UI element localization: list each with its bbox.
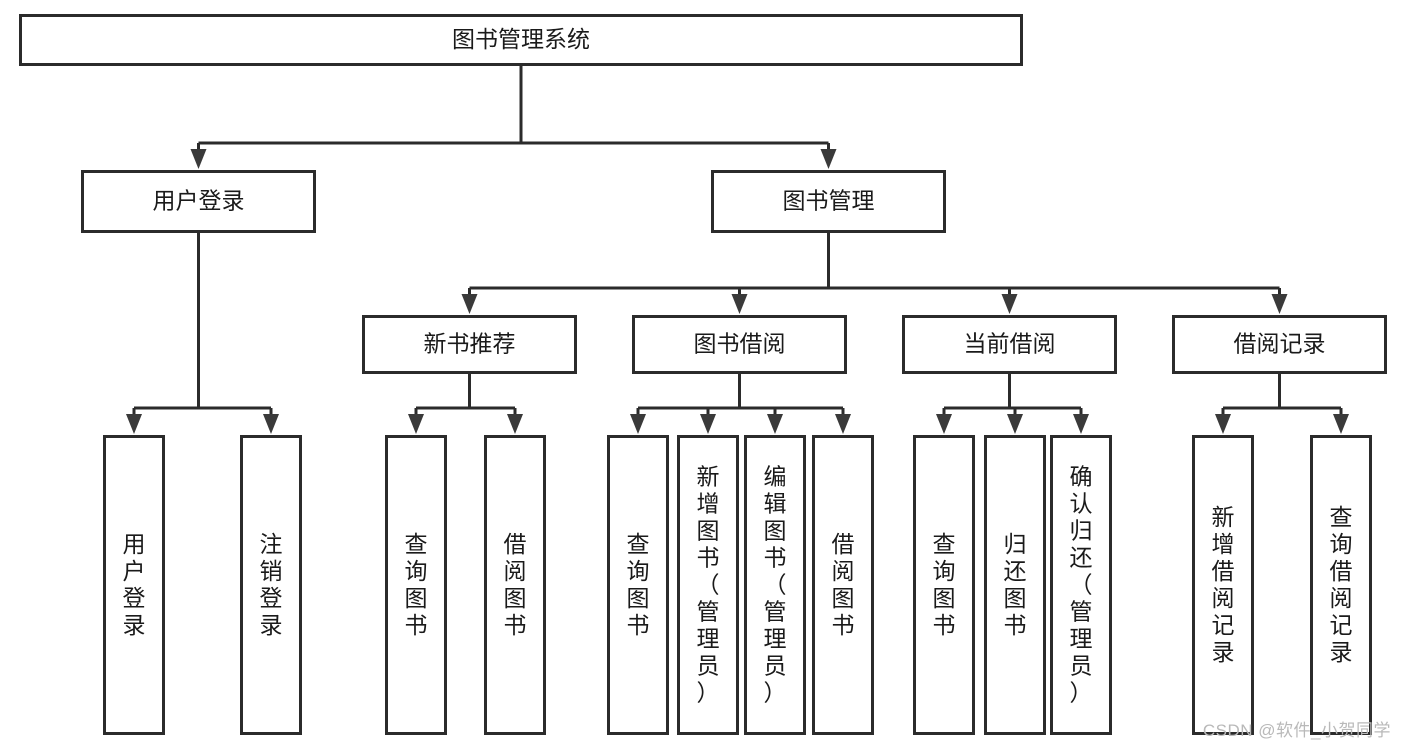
node-box[interactable]: [1050, 435, 1112, 735]
node-box[interactable]: [632, 315, 847, 374]
node-box[interactable]: [677, 435, 739, 735]
arrow-head-icon: [1001, 294, 1018, 314]
node-box[interactable]: [1172, 315, 1387, 374]
node-box[interactable]: [362, 315, 577, 374]
arrow-head-icon: [835, 414, 851, 434]
node-leaf-07[interactable]: 编辑图书（管理员）: [744, 435, 806, 735]
node-box[interactable]: [1310, 435, 1372, 735]
node-leaf-04[interactable]: 借阅图书: [484, 435, 546, 735]
node-leaf-01[interactable]: 用户登录: [103, 435, 165, 735]
node-leaf-10[interactable]: 归还图书: [984, 435, 1046, 735]
node-box[interactable]: [711, 170, 946, 233]
edge-layer: [126, 66, 1349, 434]
node-leaf-13[interactable]: 查询借阅记录: [1310, 435, 1372, 735]
arrow-head-icon: [1271, 294, 1288, 314]
node-label: 图书管理: [783, 188, 875, 214]
arrow-head-icon: [700, 414, 716, 434]
node-label: 新书推荐: [424, 331, 516, 357]
node-box[interactable]: [19, 14, 1023, 66]
node-label: 查询借阅记录: [1330, 504, 1353, 665]
node-box[interactable]: [484, 435, 546, 735]
node-record[interactable]: 借阅记录: [1172, 315, 1387, 374]
edge-group-newbook: [408, 374, 523, 434]
node-leaf-02[interactable]: 注销登录: [240, 435, 302, 735]
edge-group-login: [126, 233, 279, 434]
node-label: 确认归还（管理员）: [1070, 464, 1093, 706]
arrow-head-icon: [1215, 414, 1231, 434]
arrow-head-icon: [820, 149, 837, 169]
node-label: 查询图书: [933, 531, 956, 638]
csdn-watermark: CSDN @软件_小贺同学: [1202, 721, 1391, 740]
node-label: 查询图书: [405, 531, 428, 638]
node-label: 注销登录: [260, 531, 283, 638]
node-leaf-12[interactable]: 新增借阅记录: [1192, 435, 1254, 735]
arrow-head-icon: [731, 294, 748, 314]
edge-group-current: [936, 374, 1089, 434]
arrow-head-icon: [630, 414, 646, 434]
arrow-head-icon: [1333, 414, 1349, 434]
node-leaf-11[interactable]: 确认归还（管理员）: [1050, 435, 1112, 735]
node-label: 编辑图书（管理员）: [764, 464, 787, 706]
node-label: 图书借阅: [694, 331, 786, 357]
node-box[interactable]: [607, 435, 669, 735]
node-box[interactable]: [744, 435, 806, 735]
arrow-head-icon: [263, 414, 279, 434]
node-label: 图书管理系统: [452, 26, 590, 52]
node-leaf-03[interactable]: 查询图书: [385, 435, 447, 735]
node-box[interactable]: [1192, 435, 1254, 735]
node-label: 当前借阅: [964, 331, 1056, 357]
arrow-head-icon: [767, 414, 783, 434]
arrow-head-icon: [936, 414, 952, 434]
edge-group-record: [1215, 374, 1349, 434]
arrow-head-icon: [1073, 414, 1089, 434]
node-box[interactable]: [984, 435, 1046, 735]
node-label: 借阅图书: [504, 531, 527, 638]
arrow-head-icon: [190, 149, 207, 169]
node-box[interactable]: [385, 435, 447, 735]
node-leaf-08[interactable]: 借阅图书: [812, 435, 874, 735]
node-leaf-09[interactable]: 查询图书: [913, 435, 975, 735]
node-root[interactable]: 图书管理系统: [19, 14, 1023, 66]
arrow-head-icon: [1007, 414, 1023, 434]
node-label: 借阅图书: [832, 531, 855, 638]
node-box[interactable]: [913, 435, 975, 735]
node-box[interactable]: [103, 435, 165, 735]
node-label: 借阅记录: [1234, 331, 1326, 357]
node-label: 用户登录: [153, 188, 245, 214]
node-borrow[interactable]: 图书借阅: [632, 315, 847, 374]
node-newbook[interactable]: 新书推荐: [362, 315, 577, 374]
arrow-head-icon: [507, 414, 523, 434]
arrow-head-icon: [126, 414, 142, 434]
node-leaf-06[interactable]: 新增图书（管理员）: [677, 435, 739, 735]
node-label: 新增借阅记录: [1212, 504, 1235, 665]
node-label: 用户登录: [123, 531, 146, 638]
edge-group-borrow: [630, 374, 851, 434]
edge-group-root: [190, 66, 837, 169]
arrow-head-icon: [408, 414, 424, 434]
node-login[interactable]: 用户登录: [81, 170, 316, 233]
node-current[interactable]: 当前借阅: [902, 315, 1117, 374]
node-layer: 图书管理系统用户登录图书管理新书推荐图书借阅当前借阅借阅记录用户登录注销登录查询…: [19, 14, 1387, 735]
node-label: 新增图书（管理员）: [697, 464, 720, 706]
node-box[interactable]: [81, 170, 316, 233]
node-box[interactable]: [240, 435, 302, 735]
arrow-head-icon: [461, 294, 478, 314]
node-label: 查询图书: [627, 531, 650, 638]
node-leaf-05[interactable]: 查询图书: [607, 435, 669, 735]
edge-group-bookmgmt: [461, 233, 1288, 314]
node-label: 归还图书: [1004, 531, 1027, 638]
node-box[interactable]: [902, 315, 1117, 374]
node-bookmgmt[interactable]: 图书管理: [711, 170, 946, 233]
node-box[interactable]: [812, 435, 874, 735]
